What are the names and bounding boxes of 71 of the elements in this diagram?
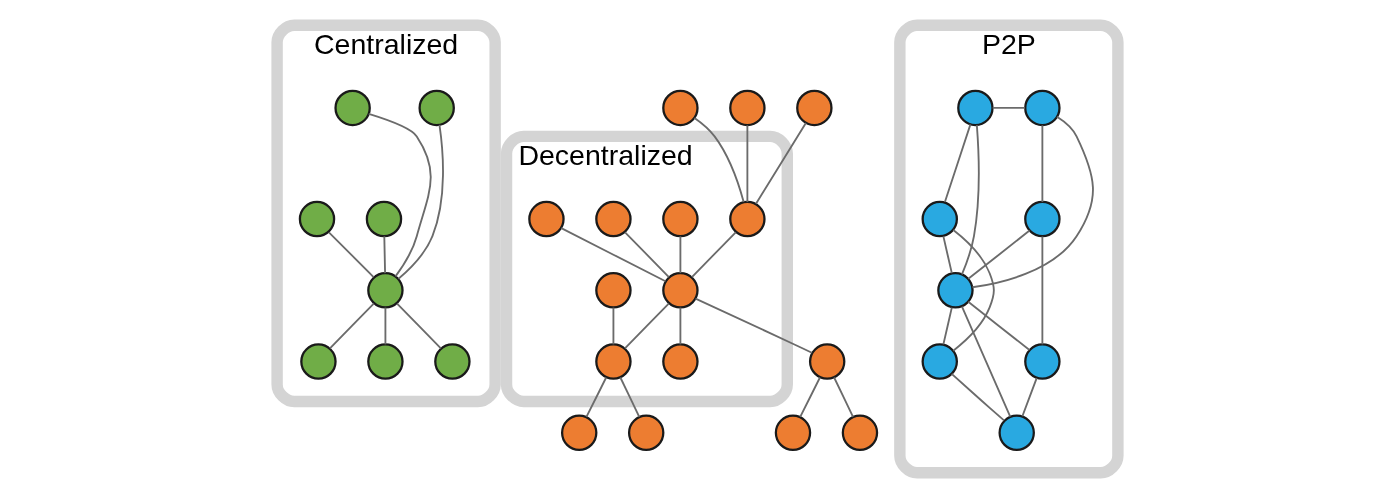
connector <box>1020 377 1038 418</box>
node-circle <box>661 272 699 309</box>
connector <box>382 235 386 275</box>
node-circle <box>1023 343 1061 380</box>
node-circle <box>365 200 402 238</box>
node-circle <box>298 200 335 238</box>
node-circle <box>417 89 455 127</box>
cluster: Decentralized <box>500 130 793 408</box>
node-circle <box>998 414 1035 452</box>
connector <box>612 306 614 346</box>
connector <box>623 302 670 350</box>
connector <box>1040 235 1043 346</box>
node-circle <box>841 414 878 452</box>
connector <box>960 305 1011 418</box>
connector <box>693 117 745 203</box>
node-circle <box>627 414 664 452</box>
node-circle <box>366 272 404 309</box>
connector <box>754 122 807 205</box>
node-circle <box>560 414 597 452</box>
node-circle <box>366 343 404 380</box>
connector <box>367 113 432 278</box>
connector <box>941 235 953 275</box>
node-circle <box>936 272 974 309</box>
connector <box>966 300 1030 351</box>
node-circle <box>299 343 337 380</box>
connector <box>395 302 442 350</box>
connector <box>397 123 444 280</box>
connector <box>327 231 375 279</box>
node-circle <box>795 89 833 127</box>
node-circle <box>728 200 766 238</box>
node-circle <box>921 200 958 238</box>
node-circle <box>433 343 471 380</box>
node-circle <box>774 414 811 452</box>
node-circle <box>661 343 699 380</box>
node-circle <box>956 89 994 127</box>
node-circle <box>594 272 632 309</box>
connector <box>328 302 375 350</box>
node-circle <box>808 343 845 380</box>
connector <box>966 229 1030 280</box>
connector <box>618 376 640 418</box>
node-circle <box>728 89 766 127</box>
connector <box>384 306 386 346</box>
connector <box>943 123 971 203</box>
node-circle <box>661 200 699 238</box>
connector <box>951 229 995 352</box>
connector <box>690 231 737 279</box>
connector <box>971 115 1094 289</box>
connector <box>585 376 607 418</box>
connector <box>941 306 953 346</box>
connector <box>678 235 681 275</box>
connector <box>960 124 980 276</box>
node-circle <box>1023 200 1061 238</box>
connector <box>991 107 1026 109</box>
node-circle <box>1023 89 1061 127</box>
connector <box>950 372 1005 422</box>
connector <box>559 227 666 283</box>
cluster: Centralized <box>270 19 501 408</box>
node-circle <box>594 200 632 238</box>
connector <box>798 376 821 418</box>
node-circle <box>661 89 699 127</box>
node-circle <box>527 200 565 238</box>
connector <box>678 306 681 346</box>
cluster: P2P <box>893 19 1124 479</box>
node-circle <box>594 343 632 380</box>
node-circle <box>333 89 371 127</box>
connector <box>745 124 748 203</box>
connector <box>1040 124 1043 203</box>
connector <box>694 297 813 354</box>
connector <box>832 376 854 418</box>
node-circle <box>921 343 958 380</box>
connector <box>623 231 670 279</box>
